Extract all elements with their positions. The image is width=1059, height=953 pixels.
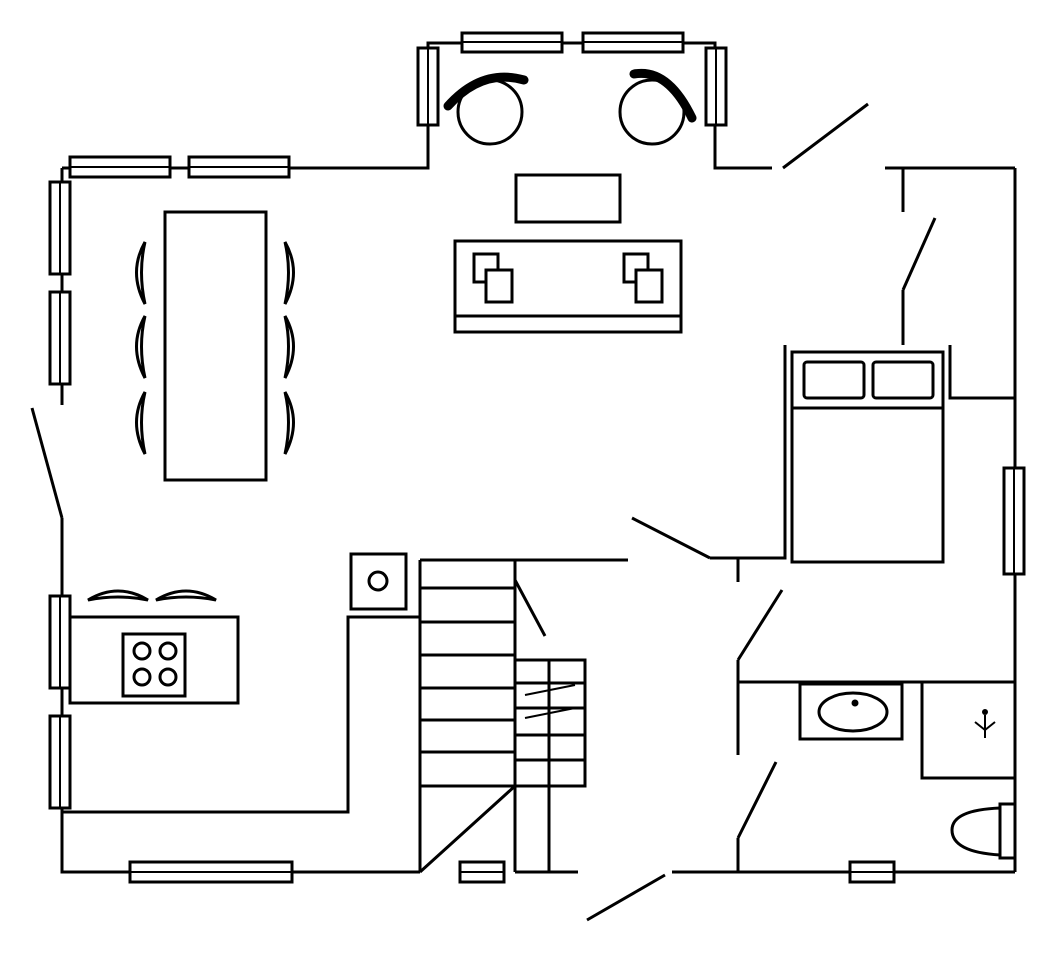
wall-bedroom-notch: [948, 345, 1015, 400]
coffee-table-icon: [514, 173, 622, 224]
walls: [60, 41, 1017, 874]
stool-icon: [155, 589, 217, 602]
faucet-icon: [851, 699, 859, 707]
cooktop-icon: [121, 632, 187, 698]
cushion-icon: [634, 268, 664, 304]
door-swing-icon: [30, 407, 64, 519]
dining-area: [135, 210, 295, 482]
armchair-icon: [618, 68, 697, 146]
bedroom: [790, 350, 945, 564]
chair-icon: [135, 241, 147, 305]
pillow-icon: [871, 360, 935, 400]
chair-icon: [135, 315, 147, 379]
door-swing-icon: [513, 579, 547, 637]
wall-shower: [920, 682, 1015, 780]
sink-icon: [349, 552, 408, 611]
stair-diagonal: [418, 784, 517, 874]
wall-bedroom-west: [710, 345, 787, 560]
toilet-icon: [950, 802, 1017, 860]
doors: [30, 102, 937, 922]
door-swing-icon: [901, 217, 937, 291]
chair-icon: [283, 315, 295, 379]
door-swing-icon: [782, 102, 869, 170]
chair-icon: [283, 241, 295, 305]
staircase: [418, 560, 587, 874]
door-swing-icon: [586, 873, 666, 922]
cushion-icon: [484, 268, 514, 304]
door-swing-icon: [736, 761, 778, 839]
shower-icon: [974, 709, 996, 738]
sink-icon: [817, 691, 889, 733]
pillow-icon: [802, 360, 866, 400]
armchair-icon: [443, 72, 529, 146]
sofa-icon: [453, 239, 683, 334]
living-room: [443, 68, 697, 334]
windows: [48, 31, 1026, 884]
bathroom: [798, 682, 1017, 860]
stool-icon: [87, 589, 149, 602]
wall-north-left: [62, 41, 772, 170]
chair-icon: [283, 391, 295, 455]
dining-table-icon: [163, 210, 268, 482]
kitchen: [68, 552, 408, 705]
door-swing-icon: [736, 589, 784, 661]
door-swing-icon: [631, 516, 711, 560]
chair-icon: [135, 391, 147, 455]
wall-kitchen-east: [62, 615, 420, 814]
